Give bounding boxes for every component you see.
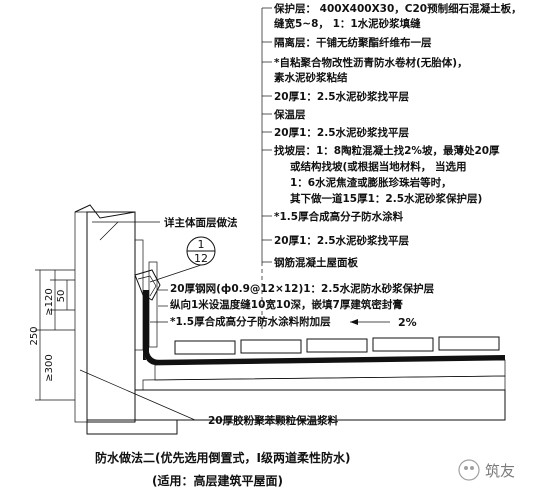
slope-label: 2%: [398, 316, 417, 329]
dim-label: 250: [29, 326, 40, 345]
detail-reference-bubble[interactable]: 1 12: [149, 236, 216, 283]
layer-label: 保护层： 400X400X30，C20预制细石混凝土板，: [273, 2, 522, 15]
dim-label: ≥120: [44, 288, 55, 315]
watermark: 筑友: [458, 459, 515, 481]
roof-slab: [86, 389, 506, 435]
parapet-note: 纵向1米设温度缝10宽10深，嵌填7厚建筑密封膏: [170, 298, 403, 311]
layer-label: 找坡层：1：8陶粒混凝土找2%坡，最薄处20厚: [274, 144, 500, 157]
watermark-text: 筑友: [485, 462, 515, 480]
dimension-lines: [35, 269, 75, 401]
layer-label: 其下做一道15厚1：2.5水泥砂浆保护层): [290, 192, 482, 205]
detail-ref-number: 1: [198, 238, 205, 251]
concrete-pavers: [174, 336, 500, 355]
parapet-note: *1.5厚合成高分子防水涂料附加层: [170, 315, 331, 328]
parapet-note: 20厚钢网(ф0.9@12×12)1：2.5水泥防水砂浆保护层: [170, 282, 435, 295]
layer-label: 素水泥砂浆粘结: [273, 71, 348, 84]
layer-label: 钢筋混凝土屋面板: [274, 256, 358, 269]
drawing-subcaption: (适用：高层建筑平屋面): [152, 473, 283, 488]
dimension-labels: ≥120 50 ≥300 250: [29, 288, 67, 381]
dim-label: 50: [56, 290, 67, 303]
layer-label: 20厚1：2.5水泥砂浆找平层: [274, 234, 410, 247]
layer-labels: 保护层： 400X400X30，C20预制细石混凝土板， 缝宽5~8， 1：1水…: [273, 2, 522, 269]
layer-label: *自粘聚合物改性沥青防水卷材(无胎体)，: [274, 56, 468, 69]
layer-label: 或结构找坡(或根据当地材料， 当选用: [290, 160, 466, 173]
layer-label: 缝宽5~8， 1：1水泥砂浆填缝: [274, 17, 421, 30]
layer-label: *1.5厚合成高分子防水涂料: [274, 210, 404, 223]
layer-label: 20厚1：2.5水泥砂浆找平层: [274, 90, 410, 103]
wall-finish-note: 详主体面层做法: [164, 216, 238, 229]
roof-build-up: [134, 261, 506, 391]
layer-leaders: [79, 7, 390, 421]
layer-label: 保温层: [273, 108, 306, 121]
parapet-notes: 20厚钢网(ф0.9@12×12)1：2.5水泥防水砂浆保护层 纵向1米设温度缝…: [170, 282, 435, 328]
wall-section: [74, 204, 144, 423]
layer-label: 1：6水泥焦渣或膨胀珍珠岩等时，: [290, 176, 452, 189]
layer-label: 隔离层：干铺无纺聚酯纤维布一层: [274, 36, 432, 49]
watermark-logo-icon: [458, 459, 480, 481]
dim-label: ≥300: [44, 354, 55, 381]
layer-label: 20厚1：2.5水泥砂浆找平层: [274, 126, 410, 139]
drawing-caption: 防水做法二(优先选用倒置式，I级两道柔性防水): [95, 450, 350, 465]
insulation-plaster-note: 20厚胶粉聚苯颗粒保温浆料: [208, 414, 339, 427]
detail-ref-sheet: 12: [194, 252, 208, 265]
